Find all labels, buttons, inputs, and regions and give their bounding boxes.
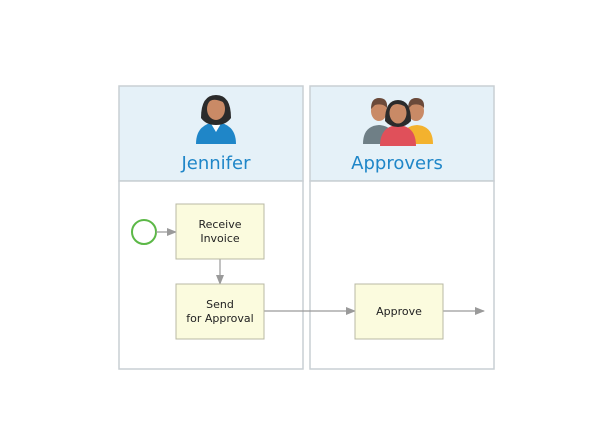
lane-jennifer-title: Jennifer xyxy=(180,153,251,174)
task-approve-label: Approve xyxy=(376,305,422,318)
group-icon xyxy=(363,98,433,146)
task-send-for-approval-label-line1: Send xyxy=(206,298,234,311)
task-receive-invoice[interactable]: Receive Invoice xyxy=(175,203,265,260)
lane-approvers-title: Approvers xyxy=(351,153,443,174)
task-receive-invoice-label-line2: Invoice xyxy=(200,232,240,245)
task-send-for-approval-box[interactable] xyxy=(175,283,265,340)
task-approve-box[interactable] xyxy=(354,283,444,340)
lane-approvers-body xyxy=(309,180,495,370)
task-receive-invoice-label-line1: Receive xyxy=(198,218,241,231)
person-icon xyxy=(196,95,236,144)
task-send-for-approval-label-line2: for Approval xyxy=(186,312,253,325)
task-approve[interactable]: Approve xyxy=(354,283,444,340)
task-receive-invoice-box[interactable] xyxy=(175,203,265,260)
task-send-for-approval[interactable]: Send for Approval xyxy=(175,283,265,340)
start-event[interactable] xyxy=(131,219,157,245)
